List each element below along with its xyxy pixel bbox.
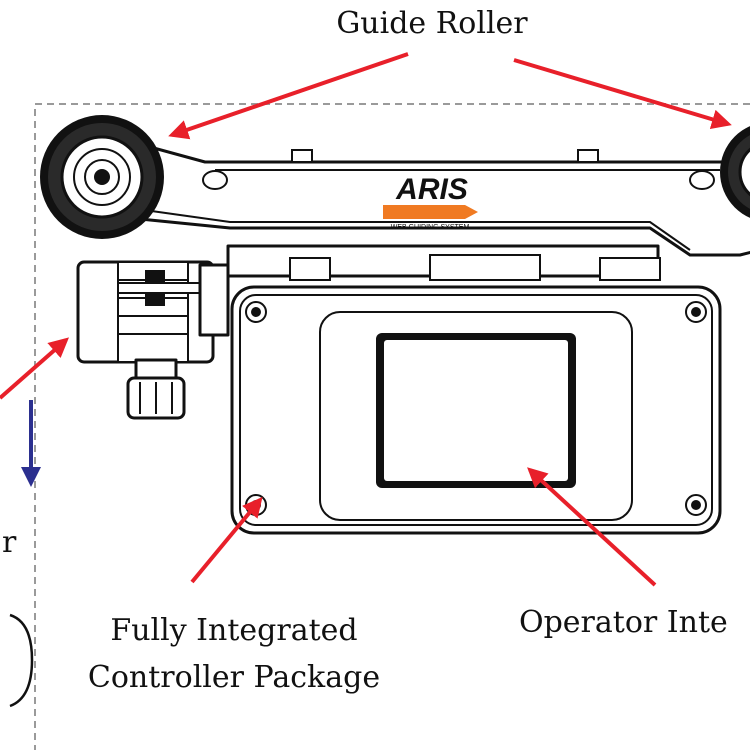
operator-screen [376,333,576,488]
arrow-to-actuator [0,337,70,400]
arrow-to-controller [190,496,263,584]
label-operator-interface: Operator Inte [519,605,728,640]
guide-frame-arm [88,130,750,257]
cable-gland [126,358,186,420]
web-path-dashed-line [34,103,750,750]
label-guide-roller: Guide Roller [336,6,528,41]
aris-logo: ARIS WEB GUIDING SYSTEM [383,173,478,231]
label-controller-line1: Fully Integrated [110,613,357,648]
arrow-to-left-roller [168,52,409,140]
web-roll-partial [9,613,34,708]
guide-roller-right [720,126,750,218]
logo-brand: ARIS [395,173,468,206]
actuator-motor [76,260,230,364]
arrow-to-right-roller [513,58,732,129]
guide-roller-left [40,115,164,239]
logo-tagline: WEB GUIDING SYSTEM [391,224,470,231]
logo-arrow-icon [383,205,478,219]
cropped-left-glyph: r [2,525,17,560]
annotation-arrows [0,52,732,587]
mounting-bracket [226,244,661,281]
label-controller-line2: Controller Package [88,660,380,695]
arrow-to-screen [527,467,657,587]
